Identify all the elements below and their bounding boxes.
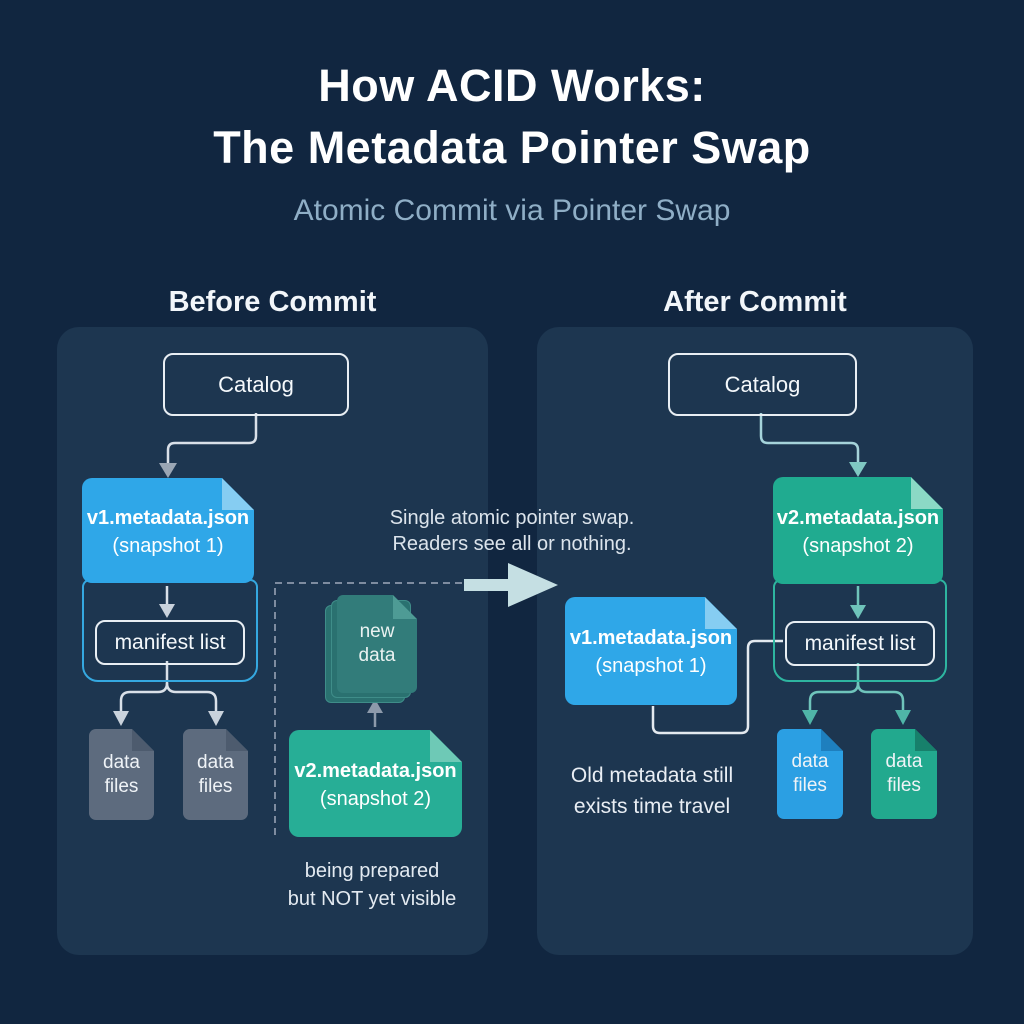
data-file-label: data files	[103, 751, 140, 797]
staging-note: being prepared but NOT yet visible	[255, 857, 489, 913]
before-commit-heading: Before Commit	[168, 286, 377, 318]
after-data-file-left-icon: data files	[777, 729, 843, 819]
after-v2-metadata-file-icon: v2.metadata.json (snapshot 2)	[773, 477, 943, 584]
before-data-file-right-icon: data files	[183, 729, 248, 820]
swap-annotation-line-2: Readers see all or nothing.	[392, 533, 632, 555]
before-data-file-left-icon: data files	[89, 729, 154, 820]
after-v2-title: v2.metadata.json	[776, 506, 940, 529]
before-v1-title: v1.metadata.json	[86, 506, 250, 529]
before-v2-subtitle: (snapshot 2)	[319, 787, 432, 810]
staging-note-line-1: being prepared	[304, 860, 440, 882]
page-subtitle: Atomic Commit via Pointer Swap	[293, 194, 731, 227]
title-line-2: The Metadata Pointer Swap	[213, 122, 811, 173]
old-metadata-note-line-2: exists time travel	[573, 795, 731, 818]
after-catalog-box: Catalog	[668, 353, 857, 416]
file-fold-icon	[393, 595, 417, 619]
before-catalog-box: Catalog	[163, 353, 349, 416]
staging-note-line-2: but NOT yet visible	[287, 888, 457, 910]
before-manifest-list-box: manifest list	[95, 620, 245, 665]
data-file-label: data files	[197, 751, 234, 797]
before-manifest-label: manifest list	[114, 630, 226, 654]
after-manifest-label: manifest list	[804, 631, 916, 655]
after-v1-metadata-file-icon: v1.metadata.json (snapshot 1)	[565, 597, 737, 705]
after-v1-subtitle: (snapshot 1)	[595, 655, 707, 677]
page-title: How ACID Works: The Metadata Pointer Swa…	[0, 55, 1024, 179]
new-data-label: new data	[358, 621, 396, 666]
old-metadata-note-line-1: Old metadata still	[570, 764, 734, 787]
stack-sheet-top-icon: new data	[337, 595, 417, 693]
swap-annotation-line-1: Single atomic pointer swap.	[389, 507, 635, 529]
data-file-label: data files	[885, 751, 923, 796]
after-v2-subtitle: (snapshot 2)	[802, 534, 914, 557]
after-manifest-list-box: manifest list	[785, 621, 935, 666]
before-v1-subtitle: (snapshot 1)	[112, 534, 224, 557]
after-data-file-right-icon: data files	[871, 729, 937, 819]
title-line-1: How ACID Works:	[318, 60, 706, 111]
data-file-label: data files	[791, 751, 829, 796]
before-catalog-label: Catalog	[218, 371, 294, 397]
old-metadata-note: Old metadata still exists time travel	[537, 760, 767, 822]
before-v1-metadata-file-icon: v1.metadata.json (snapshot 1)	[82, 478, 254, 583]
new-data-stack-icon: new data	[325, 595, 417, 703]
after-commit-heading: After Commit	[663, 286, 847, 318]
swap-annotation: Single atomic pointer swap. Readers see …	[362, 505, 662, 557]
before-v2-metadata-file-icon: v2.metadata.json (snapshot 2)	[289, 730, 462, 837]
after-catalog-label: Catalog	[724, 371, 801, 397]
